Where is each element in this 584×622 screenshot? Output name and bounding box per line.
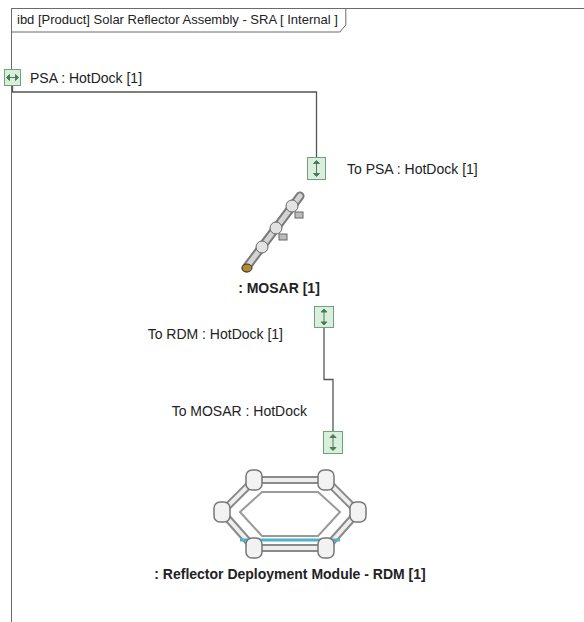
port-direction-symbol xyxy=(5,70,20,85)
connector-line xyxy=(324,328,333,431)
mosar-illustration xyxy=(242,196,303,272)
port-direction-symbol xyxy=(324,432,342,453)
part-name: : Reflector Deployment Module - RDM [1] xyxy=(151,566,428,582)
port-square: To MOSAR : HotDock xyxy=(323,431,343,454)
part-property: : MOSAR [1] xyxy=(235,280,323,296)
port-label: PSA : HotDock [1] xyxy=(30,70,142,86)
port-direction-symbol xyxy=(308,158,325,179)
port-square: To PSA : HotDock [1] xyxy=(307,157,326,180)
connector-line xyxy=(13,86,317,157)
part-name: : MOSAR [1] xyxy=(235,280,323,296)
part-property: : Reflector Deployment Module - RDM [1] xyxy=(151,566,428,582)
port-direction-symbol xyxy=(315,307,333,327)
rdm-illustration xyxy=(214,470,366,558)
port-square: To RDM : HotDock [1] xyxy=(314,306,334,328)
port-label: To PSA : HotDock [1] xyxy=(347,161,478,177)
frame-tab xyxy=(11,8,346,32)
port-square: PSA : HotDock [1] xyxy=(4,69,21,86)
diagram-frame: ibd [Product] Solar Reflector Assembly -… xyxy=(11,8,584,622)
frame-tab-outline xyxy=(11,8,346,32)
frame-heading: ibd [Product] Solar Reflector Assembly -… xyxy=(17,12,338,27)
port-label: To MOSAR : HotDock xyxy=(172,403,307,419)
port-label: To RDM : HotDock [1] xyxy=(148,326,283,342)
